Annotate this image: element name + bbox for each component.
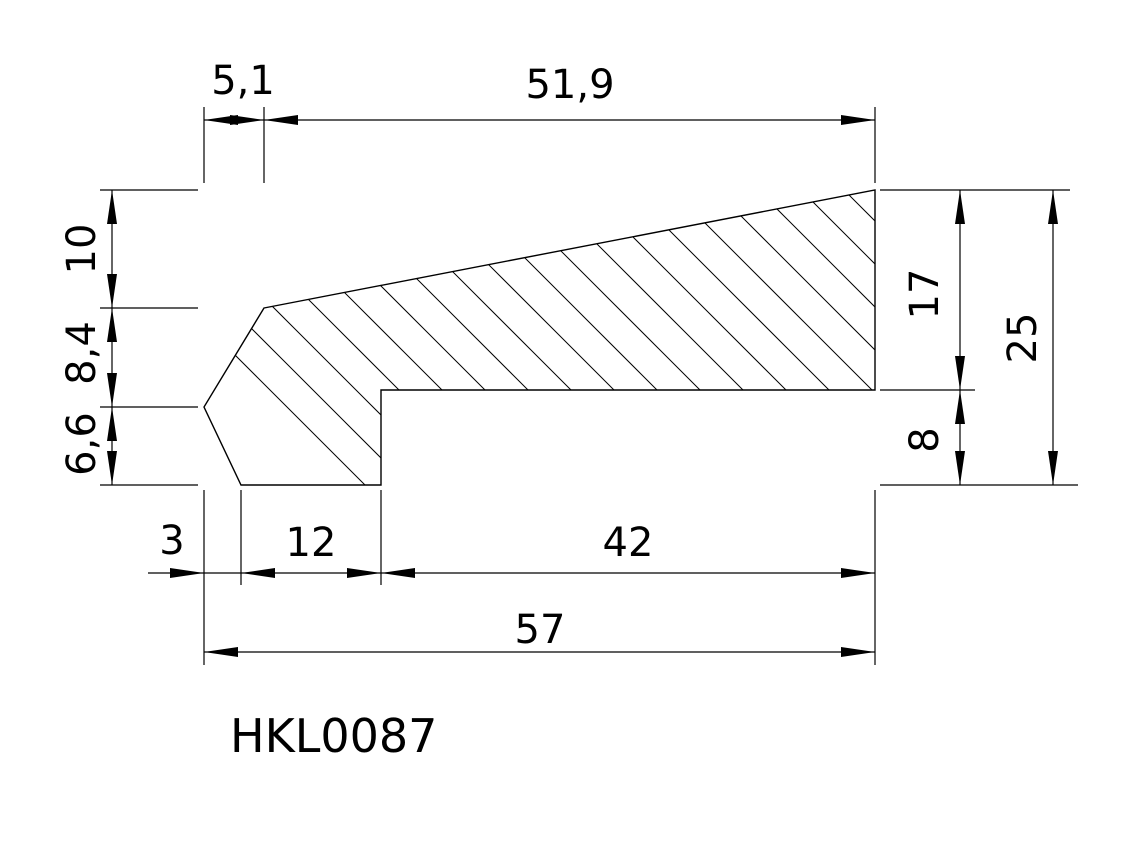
hatch-line — [204, 190, 696, 485]
hatch-line — [204, 190, 610, 485]
dim-bottom-foot: 12 — [286, 520, 337, 566]
hatch-line — [710, 190, 875, 485]
dim-left-middle: 8,4 — [59, 321, 105, 385]
hatch-line — [204, 190, 653, 485]
hatch-line — [796, 190, 875, 485]
dim-right-lower: 8 — [902, 427, 948, 452]
hatch-line — [581, 190, 875, 485]
hatch-line — [538, 190, 875, 485]
dim-bottom-chamfer: 3 — [159, 518, 184, 564]
hatch-line — [280, 190, 782, 485]
hatch-line — [495, 190, 875, 485]
dim-overall-length: 57 — [515, 607, 566, 653]
dimension-arrows — [107, 115, 1058, 657]
dim-left-upper: 10 — [59, 224, 105, 275]
dim-top-left-offset: 5,1 — [211, 58, 275, 104]
dim-bottom-recess: 42 — [603, 520, 654, 566]
hatch-line — [237, 190, 739, 485]
hatch-line — [839, 190, 875, 485]
hatch-line — [323, 190, 825, 485]
hatch-line — [366, 190, 868, 485]
hatch-line — [753, 190, 875, 485]
section-hatching — [204, 190, 875, 485]
part-code: HKL0087 — [230, 709, 437, 763]
dim-right-total: 25 — [1000, 313, 1046, 364]
dim-right-upper: 17 — [902, 269, 948, 320]
dim-top-length: 51,9 — [525, 62, 614, 108]
extension-lines — [100, 107, 1078, 665]
profile-outline — [203, 189, 876, 486]
hatch-line — [667, 190, 875, 485]
dim-left-lower: 6,6 — [59, 412, 105, 476]
hatch-line — [204, 190, 567, 485]
hatch-line — [204, 190, 524, 485]
hatch-line — [409, 190, 875, 485]
hatch-line — [452, 190, 875, 485]
